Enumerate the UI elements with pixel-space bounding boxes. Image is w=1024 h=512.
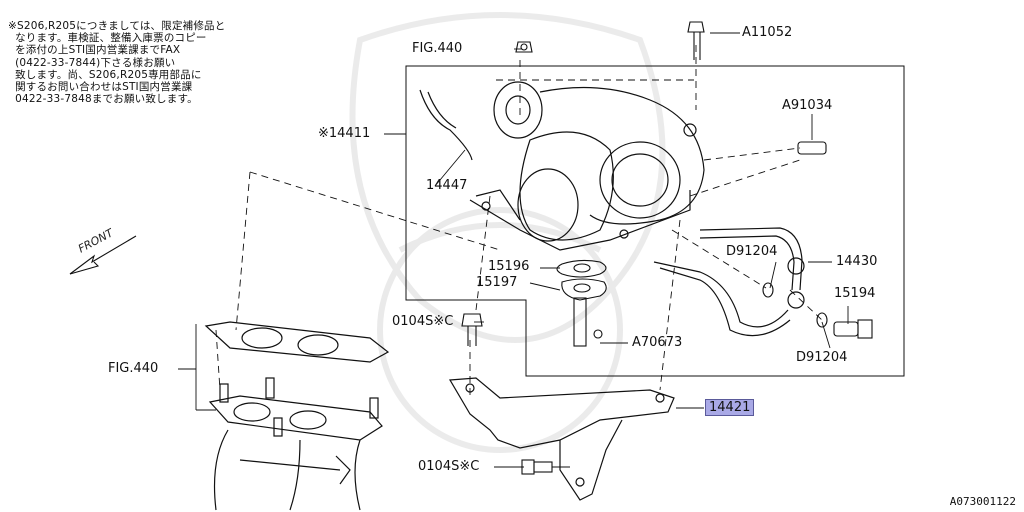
- exhaust-gasket: [204, 321, 390, 363]
- label-15197[interactable]: 15197: [476, 275, 518, 290]
- label-15196[interactable]: 15196: [488, 259, 530, 274]
- exhaust-manifold-flange: [208, 377, 383, 511]
- reference-code: A073001122: [949, 495, 1016, 508]
- oil-pipe-15197: [561, 278, 607, 347]
- assembly-frame: [405, 65, 905, 377]
- label-0104sc-lower[interactable]: 0104S※C: [418, 459, 480, 474]
- bolt-0104sc-upper: [461, 313, 483, 346]
- label-14447[interactable]: 14447: [426, 178, 468, 193]
- pipe-14430: [653, 227, 805, 337]
- watermark-logo: [349, 12, 666, 453]
- label-14411[interactable]: ※14411: [318, 126, 371, 141]
- turbocharger: [419, 81, 705, 251]
- supplement-note: ※S206,R205につきましては、限定補修品と なります。車検証、整備入庫票の…: [8, 20, 226, 106]
- bolt-15194: [833, 319, 873, 339]
- stud-a91034: [797, 141, 827, 155]
- label-d91204-lower[interactable]: D91204: [796, 350, 848, 365]
- gasket-15196: [556, 259, 607, 278]
- label-0104sc-upper[interactable]: 0104S※C: [392, 314, 454, 329]
- nut-fig440: [515, 41, 533, 53]
- front-arrow: [69, 235, 137, 275]
- label-fig440-top[interactable]: FIG.440: [412, 41, 463, 56]
- label-14430[interactable]: 14430: [836, 254, 878, 269]
- label-a11052[interactable]: A11052: [742, 25, 793, 40]
- dashed-alignment-lines: [215, 45, 823, 395]
- bolt-0104sc-lower: [521, 459, 570, 475]
- bolt-a11052: [687, 21, 705, 60]
- bracket-14421: [448, 377, 675, 501]
- washers-d91204: [762, 282, 828, 328]
- label-15194[interactable]: 15194: [834, 286, 876, 301]
- label-14421-highlighted[interactable]: 14421: [705, 399, 755, 416]
- label-fig440-left[interactable]: FIG.440: [108, 361, 159, 376]
- label-d91204-upper[interactable]: D91204: [726, 244, 778, 259]
- label-a70673[interactable]: A70673: [632, 335, 683, 350]
- label-a91034[interactable]: A91034: [782, 98, 833, 113]
